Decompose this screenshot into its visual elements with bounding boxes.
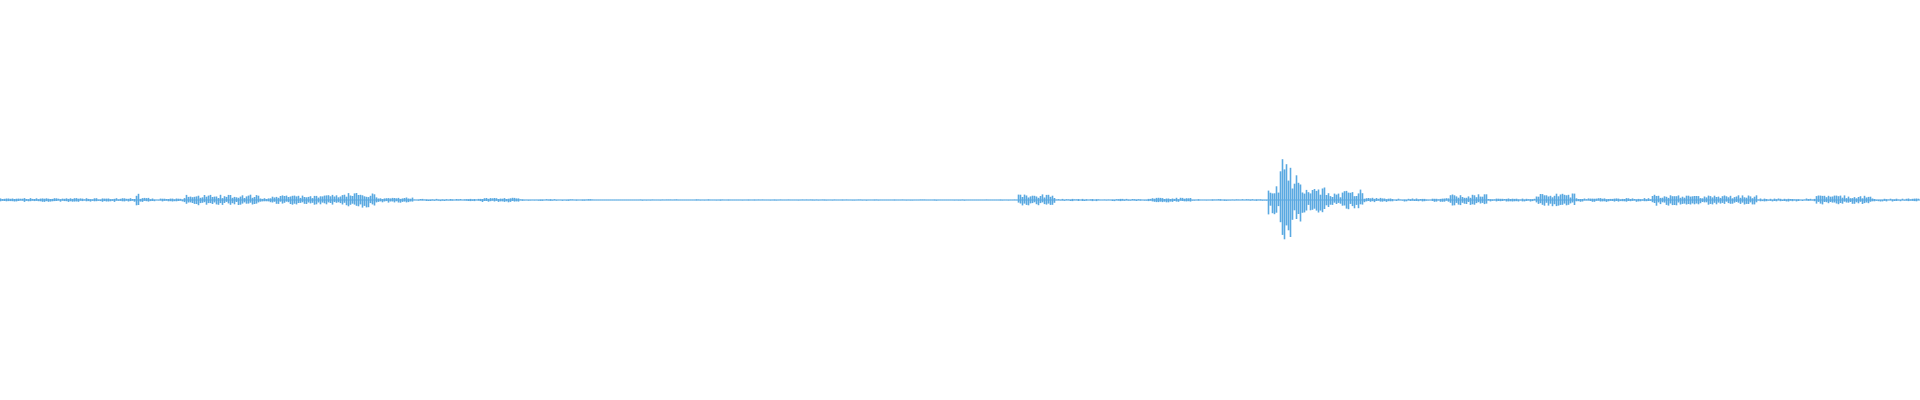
waveform-bars [0,159,1920,240]
